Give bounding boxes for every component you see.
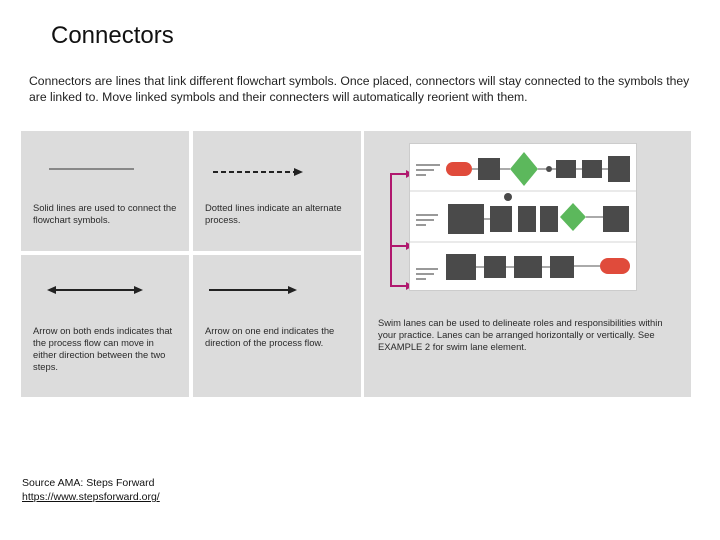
solid-line-caption: Solid lines are used to connect the flow… xyxy=(33,202,177,225)
panel-arrow-one-end: Arrow on one end indicates the direction… xyxy=(193,255,361,397)
dotted-line-caption: Dotted lines indicate an alternate proce… xyxy=(205,202,342,225)
page-title: Connectors xyxy=(51,22,174,49)
flowchart-thumbnail xyxy=(410,152,636,280)
panel-dotted-line: Dotted lines indicate an alternate proce… xyxy=(193,131,361,251)
panel-swim-lanes: Swim lanes can be used to delineate role… xyxy=(364,131,691,397)
swimlane-flowchart-image xyxy=(409,143,637,291)
solid-line-illustration xyxy=(49,168,134,170)
source-label: Source AMA: Steps Forward xyxy=(22,477,155,489)
source-link[interactable]: https://www.stepsforward.org/ xyxy=(22,491,160,503)
panel-solid-line: Solid lines are used to connect the flow… xyxy=(21,131,189,251)
double-arrow-illustration xyxy=(47,286,143,294)
single-arrow-illustration xyxy=(209,286,297,294)
swim-lanes-caption: Swim lanes can be used to delineate role… xyxy=(378,317,663,352)
dotted-arrow-illustration xyxy=(213,168,303,176)
arrow-both-ends-caption: Arrow on both ends indicates that the pr… xyxy=(33,325,173,372)
arrow-one-end-caption: Arrow on one end indicates the direction… xyxy=(205,325,335,348)
source-citation: Source AMA: Steps Forward https://www.st… xyxy=(22,476,160,504)
panel-arrow-both-ends: Arrow on both ends indicates that the pr… xyxy=(21,255,189,397)
intro-paragraph: Connectors are lines that link different… xyxy=(29,74,690,104)
